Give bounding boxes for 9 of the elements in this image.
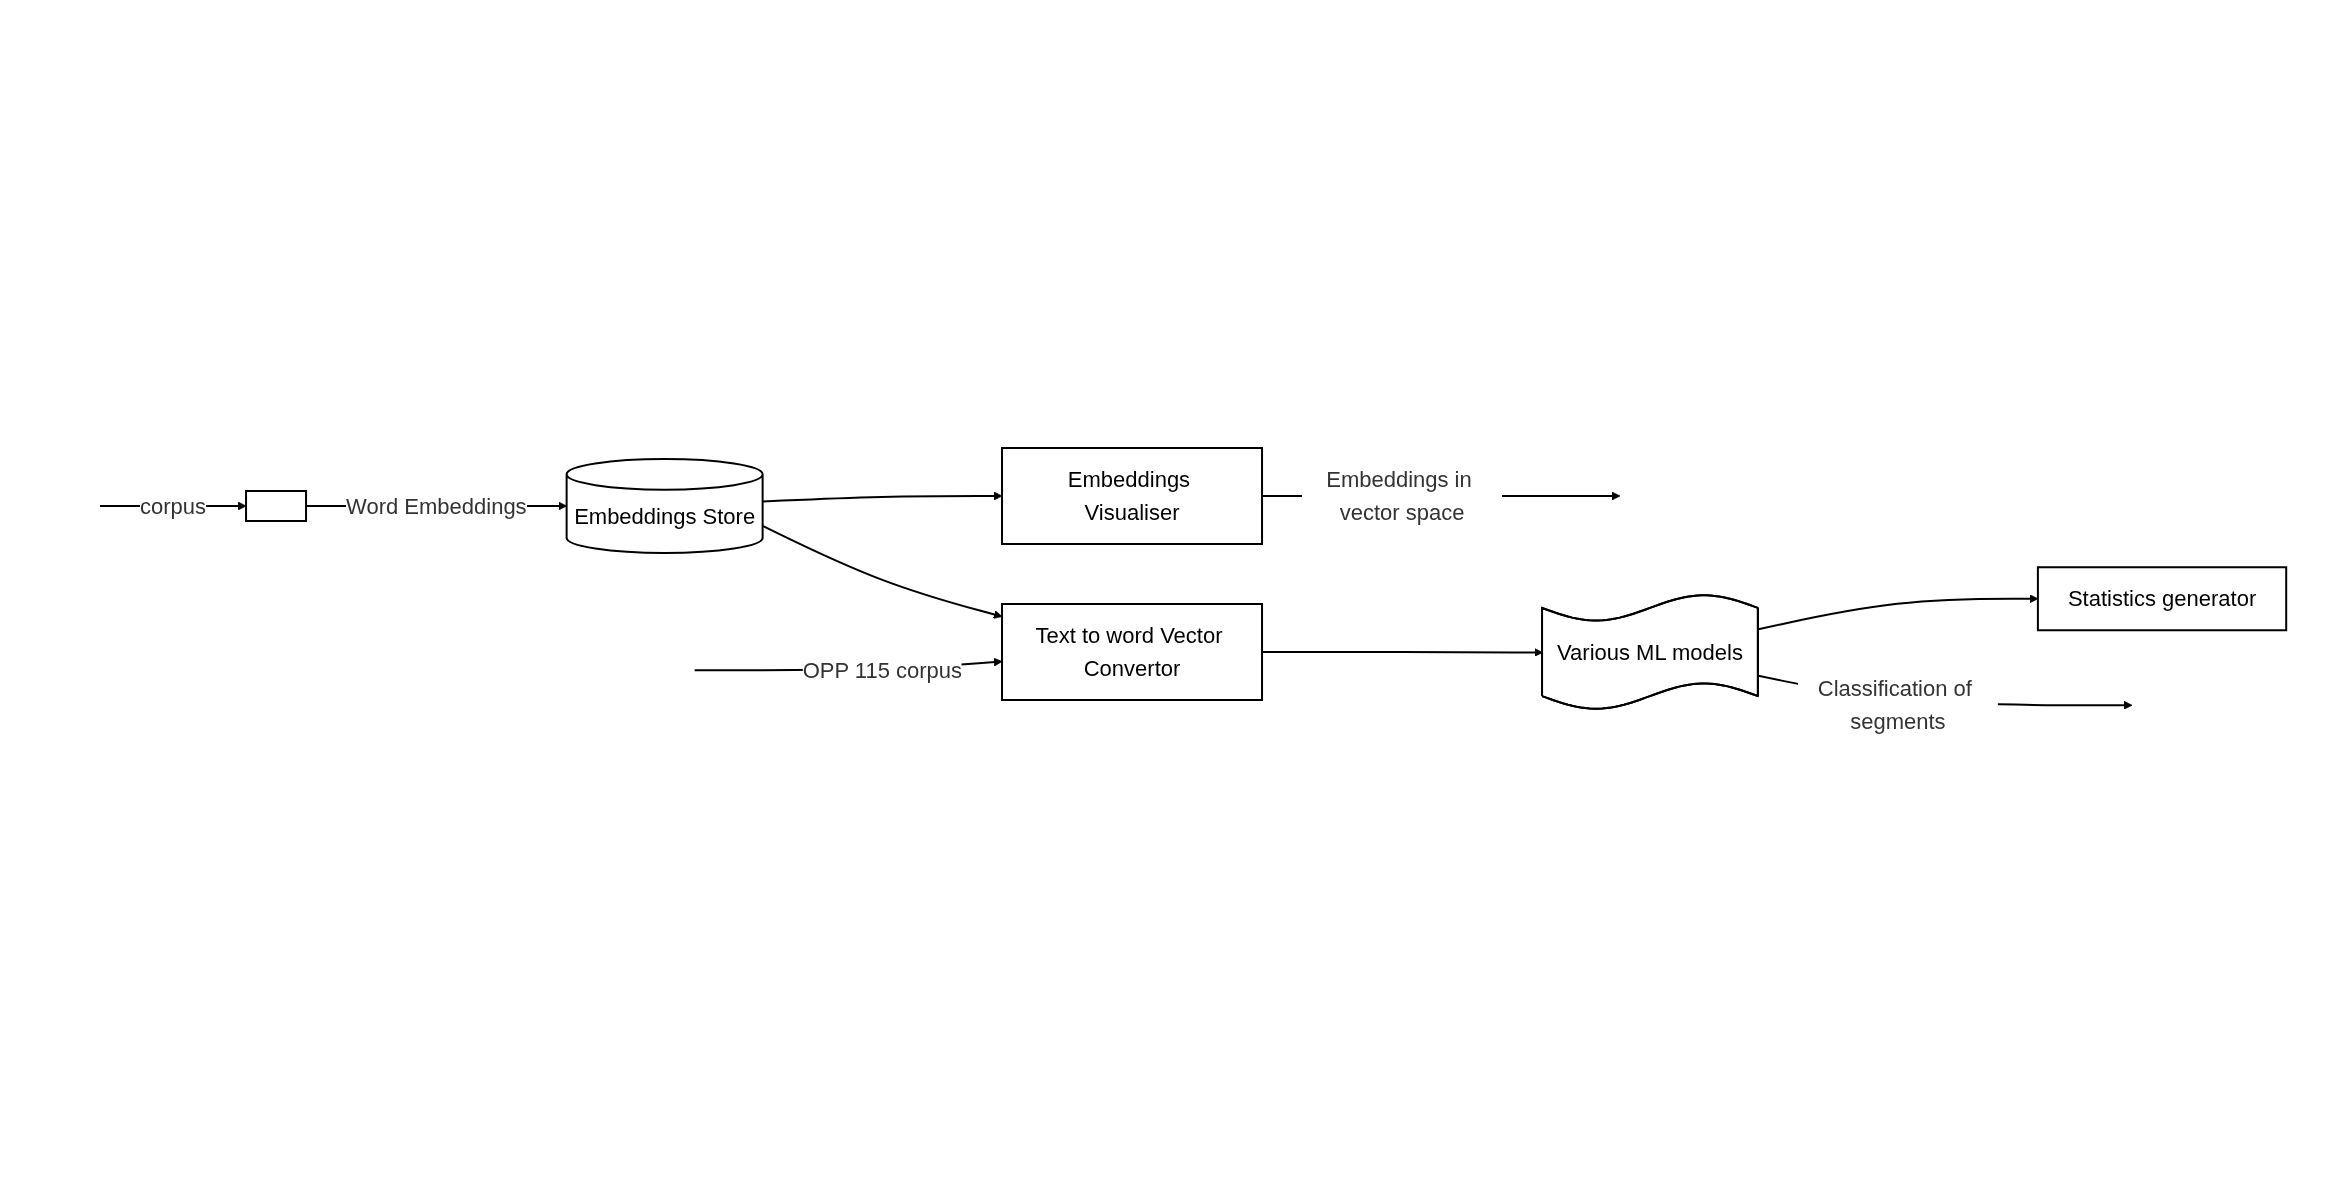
edge-label: Classification of segments	[1817, 676, 1972, 735]
edge-label: OPP 115 corpus	[802, 658, 962, 684]
edge-label: corpus	[139, 493, 206, 519]
edge-label: Word Embeddings	[345, 493, 527, 519]
node-box: Text to word Vector Convertor	[1000, 603, 1263, 702]
node-box	[244, 490, 307, 523]
edge-label: Embeddings in vector space	[1326, 467, 1472, 526]
node-box: Embeddings Visualiser	[1000, 447, 1263, 546]
node-box: Statistics generator	[2036, 566, 2288, 632]
